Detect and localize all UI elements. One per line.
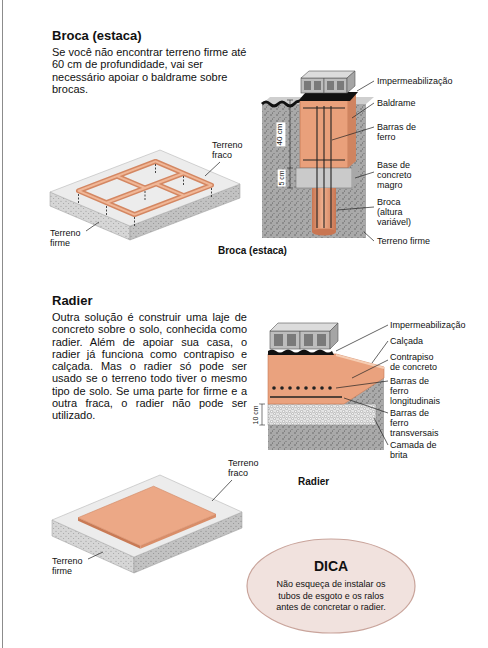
part-label: Contrapiso de concreto <box>390 352 446 372</box>
broca-section <box>262 71 374 241</box>
part-label: Baldrame <box>377 98 457 108</box>
part-label: Impermeabilização <box>377 76 477 86</box>
figure-caption: Broca (estaca) <box>218 245 348 256</box>
figure-caption: Radier <box>298 476 388 487</box>
ground-label: Terreno firme <box>52 556 92 576</box>
radier-section <box>259 323 388 450</box>
body-text: Se você não encontrar terreno firme até … <box>52 46 247 95</box>
tip-content: DICA Não esqueça de instalar os tubos de … <box>266 559 396 613</box>
section-heading: Broca (estaca) <box>52 29 272 44</box>
body-text: Outra solução é construir uma laje de co… <box>52 311 247 422</box>
part-label: Barras de ferro longitudinais <box>390 376 450 406</box>
ground-label: Terreno firme <box>377 236 467 246</box>
part-label: Barras de ferro transversais <box>390 408 450 438</box>
part-label: Calçada <box>390 336 470 346</box>
tip-ellipse: DICA Não esqueça de instalar os tubos de … <box>246 538 416 634</box>
page-border <box>2 0 3 648</box>
ground-block-broca <box>50 150 240 240</box>
tip-title: DICA <box>266 559 396 574</box>
dimension-label: 40 cm <box>276 122 285 146</box>
part-label: Base de concreto magro <box>377 160 425 190</box>
dimension-label: 5 cm <box>277 169 285 186</box>
part-label: Broca (altura variável) <box>377 197 423 227</box>
part-label: Camada de brita <box>390 440 450 460</box>
ground-label: Terreno fraco <box>228 458 272 478</box>
tip-text: Não esqueça de instalar os tubos de esgo… <box>266 579 396 613</box>
dimension-label: 10 cm <box>251 404 259 425</box>
tip-ellipse-outline <box>247 539 415 633</box>
ground-label: Terreno fraco <box>212 140 256 160</box>
section-heading: Radier <box>52 294 252 309</box>
ground-label: Terreno firme <box>50 228 90 248</box>
part-label: Impermeabilização <box>390 320 482 330</box>
part-label: Barras de ferro <box>377 122 419 142</box>
